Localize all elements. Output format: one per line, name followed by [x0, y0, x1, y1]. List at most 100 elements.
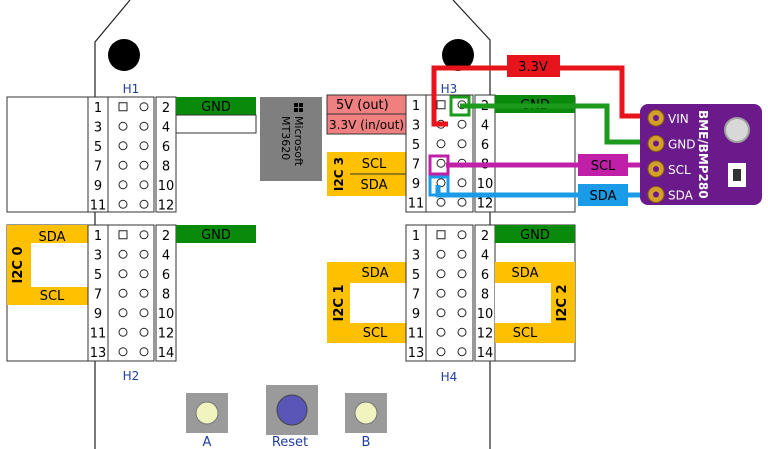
sensor-component-inner	[733, 169, 741, 181]
h1-right-area	[175, 114, 257, 134]
h2-pin-1-square-icon	[118, 230, 128, 240]
h4-pin-4: 4	[481, 248, 489, 263]
wire-sda-label: SDA	[590, 189, 617, 204]
h2-pin-14: 14	[158, 346, 175, 361]
sensor-pin-sda: SDA	[668, 189, 694, 203]
h4-pin-11-hole	[436, 327, 446, 337]
h1-gnd-label: GND	[201, 100, 231, 115]
h4-pin-6-hole	[457, 269, 467, 279]
sensor-pad-hole-sda	[653, 191, 659, 198]
h2-title: H2	[123, 369, 140, 383]
h2-pin-12-hole	[139, 327, 149, 337]
h2-gnd-label: GND	[201, 228, 231, 243]
h4-pin-10-hole	[457, 308, 467, 318]
h1-pin-3-hole	[118, 121, 128, 131]
h4-i2c1-scl: SCL	[363, 326, 388, 341]
h1-pin-9: 9	[94, 179, 102, 194]
h2-pin-8: 8	[162, 287, 170, 302]
h3-5v-label: 5V (out)	[336, 98, 389, 113]
h1-pin-5-hole	[118, 141, 128, 151]
h3-pin-5: 5	[412, 138, 420, 153]
h1-pin-2-hole	[139, 102, 149, 112]
h1-pin-4: 4	[162, 120, 170, 135]
h1-pin-5: 5	[94, 140, 102, 155]
h4-i2c2-scl: SCL	[513, 326, 538, 341]
wire-3v3-label: 3.3V	[518, 60, 548, 75]
button-b[interactable]	[354, 401, 378, 425]
h3-pin-1-square-icon	[436, 100, 446, 110]
h4-i2c2-sda: SDA	[512, 266, 539, 281]
h4-pin-12-hole	[457, 327, 467, 337]
h4-i2c1-label: I2C 1	[332, 285, 347, 322]
h4-pin-5: 5	[412, 268, 420, 283]
mounting-hole-right	[442, 39, 474, 71]
h2-pin-9-hole	[118, 308, 128, 318]
h3-pin-11: 11	[408, 196, 425, 211]
h1-gnd-label-bg	[176, 97, 256, 115]
h4-pin-14: 14	[477, 346, 494, 361]
h3-i2c3-scl: SCL	[362, 157, 387, 172]
wire-3v3-label-bg	[507, 55, 560, 77]
h2-pin-7: 7	[94, 287, 102, 302]
h1-connector	[107, 96, 155, 213]
h3-33v-label: 3.3V (in/out)	[329, 118, 404, 132]
sensor-pin-vin: VIN	[668, 112, 689, 126]
h2-i2c0-inner	[31, 243, 88, 287]
h3-pin-7: 7	[412, 157, 420, 172]
h4-gnd-label: GND	[520, 228, 550, 243]
sensor-pin-gnd: GND	[668, 138, 696, 152]
wire-gnd	[460, 103, 650, 145]
h3-pin-5-hole	[436, 139, 446, 149]
h1-pin-1-square-icon	[118, 102, 128, 112]
button-a[interactable]	[195, 401, 219, 425]
h3-pin-10-hole	[457, 178, 467, 188]
h2-i2c0-scl: SCL	[40, 289, 65, 304]
h3-pin-4-hole	[457, 119, 467, 129]
button-a-label: A	[203, 435, 212, 449]
h2-pin-1: 1	[94, 229, 102, 244]
h2-i2c0-sda: SDA	[39, 230, 66, 245]
h4-pin-1: 1	[412, 229, 420, 244]
wire-sda-label-bg	[578, 184, 628, 206]
h1-pin-2: 2	[162, 101, 170, 116]
h4-pin-1-square-icon	[436, 230, 446, 240]
h2-pin-3-hole	[118, 249, 128, 259]
h1-title: H1	[123, 82, 140, 96]
h3-pin-6-hole	[457, 139, 467, 149]
h2-pin-11-hole	[118, 327, 128, 337]
h4-pin-3: 3	[412, 248, 420, 263]
h4-i2c1-inner	[350, 283, 406, 323]
h2-pin-2-hole	[139, 230, 149, 240]
h2-pin-11: 11	[90, 326, 107, 341]
h3-pin-11-hole	[436, 197, 446, 207]
h3-i2c3-sda: SDA	[361, 178, 388, 193]
sensor-pad-hole-gnd	[653, 140, 659, 147]
h4-pin-8: 8	[481, 287, 489, 302]
h2-pin-8-hole	[139, 288, 149, 298]
h3-title: H3	[441, 82, 458, 96]
button-reset[interactable]	[276, 394, 308, 426]
h2-pin-4-hole	[139, 249, 149, 259]
h1-pin-1: 1	[94, 101, 102, 116]
h1-pin-9-hole	[118, 180, 128, 190]
h2-pin-3: 3	[94, 248, 102, 263]
h4-pin-14-hole	[457, 347, 467, 357]
h1-pin-numbers-right	[155, 96, 177, 213]
h2-pin-6-hole	[139, 269, 149, 279]
h1-pin-11-hole	[118, 199, 128, 209]
chip-model: MT3620	[279, 116, 292, 160]
wire-gnd-marker	[449, 95, 471, 117]
h4-pin-13-hole	[436, 347, 446, 357]
h4-pin-7: 7	[412, 287, 420, 302]
wire-scl-marker	[428, 154, 450, 176]
h1-pin-7: 7	[94, 159, 102, 174]
h4-gnd-label-bg	[495, 225, 575, 243]
h2-pin-10: 10	[158, 307, 175, 322]
sensor-chip-icon	[724, 117, 750, 143]
h4-i2c2-inner	[495, 283, 551, 323]
h2-pin-13: 13	[90, 346, 107, 361]
h4-pin-13: 13	[408, 346, 425, 361]
h4-pin-12: 12	[477, 326, 494, 341]
h3-pin-9: 9	[412, 177, 420, 192]
h3-pin-1: 1	[412, 99, 420, 114]
